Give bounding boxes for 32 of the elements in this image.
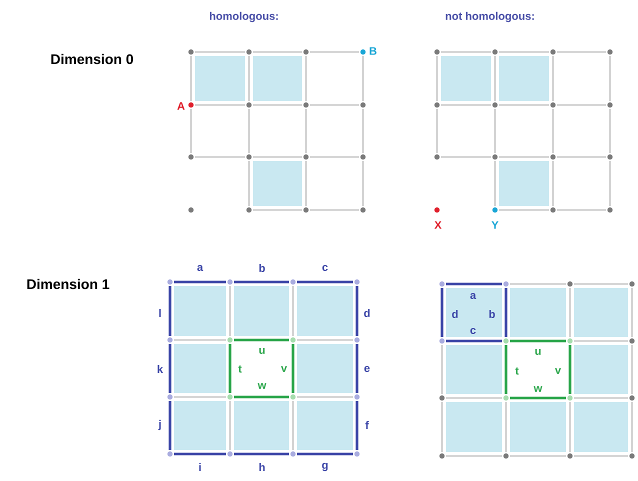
section-heading: Dimension 0 <box>51 54 134 64</box>
column-heading: not homologous: <box>446 12 534 22</box>
edge-letter: v <box>554 368 561 374</box>
edge-letter: l <box>159 309 161 317</box>
edge-letter: d <box>452 310 458 318</box>
edge-letter: g <box>322 462 328 472</box>
point-label: X <box>434 221 442 229</box>
edge-letter: t <box>238 365 242 373</box>
edge-letter: f <box>365 421 369 429</box>
edge-letter: w <box>534 386 542 392</box>
point-label: Y <box>492 221 498 229</box>
edge-letter: u <box>259 348 265 354</box>
edge-letter: w <box>258 383 266 389</box>
edge-letter: i <box>199 463 201 471</box>
edge-letter: b <box>489 310 495 318</box>
point-label: B <box>370 47 376 55</box>
point-label: A <box>177 102 185 110</box>
column-heading: homologous: <box>210 12 278 22</box>
edge-letter: k <box>158 365 164 373</box>
edge-letter: h <box>259 463 265 471</box>
edge-letter: c <box>470 328 476 334</box>
edge-letter: a <box>470 292 476 299</box>
edge-letter: u <box>535 349 541 355</box>
edge-letter: a <box>197 264 204 271</box>
edge-letter: t <box>515 367 519 375</box>
edge-letter: c <box>322 264 328 271</box>
edge-letter: b <box>259 264 265 272</box>
edge-letter: d <box>364 308 370 318</box>
edge-letter: v <box>281 366 288 372</box>
edge-letter: j <box>158 420 161 430</box>
edge-letter: e <box>364 366 370 372</box>
section-heading: Dimension 1 <box>27 278 110 290</box>
